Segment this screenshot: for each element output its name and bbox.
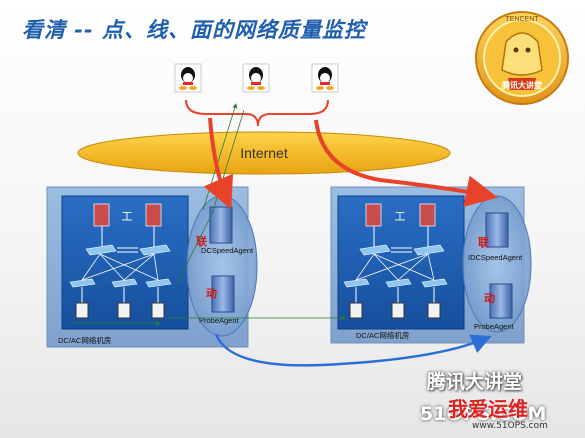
probeagent-label-right: ProbeAgent [474, 322, 515, 331]
blue-link-arrow [214, 333, 492, 367]
internet-cloud [77, 131, 451, 175]
badge-top-text: TENCENT [505, 16, 539, 23]
agent-group-left: 联 动 DCSpeedAgent ProbeAgent [186, 195, 258, 337]
red-arrow-left [203, 117, 234, 210]
qq-user-icon-3 [311, 63, 339, 93]
page-title: 看清 -- 点、线、面的网络质量监控 [22, 18, 367, 42]
internet-label: Internet [240, 145, 288, 161]
watermark-line1: 腾讯大讲堂 [427, 371, 523, 393]
tencent-badge-icon: TENCENT 腾讯大讲堂 [475, 11, 569, 105]
red-arrow-right [314, 119, 498, 207]
idcspeedagent-label: IDCSpeedAgent [468, 253, 523, 262]
probeagent-label-left: ProbeAgent [199, 316, 240, 325]
qq-user-icon-2 [242, 63, 270, 93]
watermark-line3: 51OPS.COM [420, 403, 547, 425]
room-label-right: DC/AC网络机房 [356, 330, 409, 340]
room-label-left: DC/AC网络机房 [58, 335, 111, 345]
watermark-site: www.51OPS.com [472, 421, 548, 431]
svg-text:工: 工 [395, 210, 406, 223]
link-char-left-1: 联 [196, 234, 207, 248]
user-group-brace [185, 99, 329, 127]
agent-group-right: 联 动 IDCSpeedAgent ProbeAgent [462, 195, 532, 333]
svg-text:工: 工 [122, 210, 133, 223]
probe-line-5 [175, 209, 215, 286]
dcspeedagent-label: DCSpeedAgent [201, 246, 254, 255]
link-char-left-2: 动 [206, 286, 217, 300]
qq-user-icon-1 [174, 63, 202, 93]
watermark-line2: 我爱运维 [448, 397, 528, 421]
badge-ribbon-text: 腾讯大讲堂 [501, 80, 542, 90]
link-char-right-1: 联 [478, 235, 489, 249]
link-char-right-2: 动 [484, 291, 495, 305]
